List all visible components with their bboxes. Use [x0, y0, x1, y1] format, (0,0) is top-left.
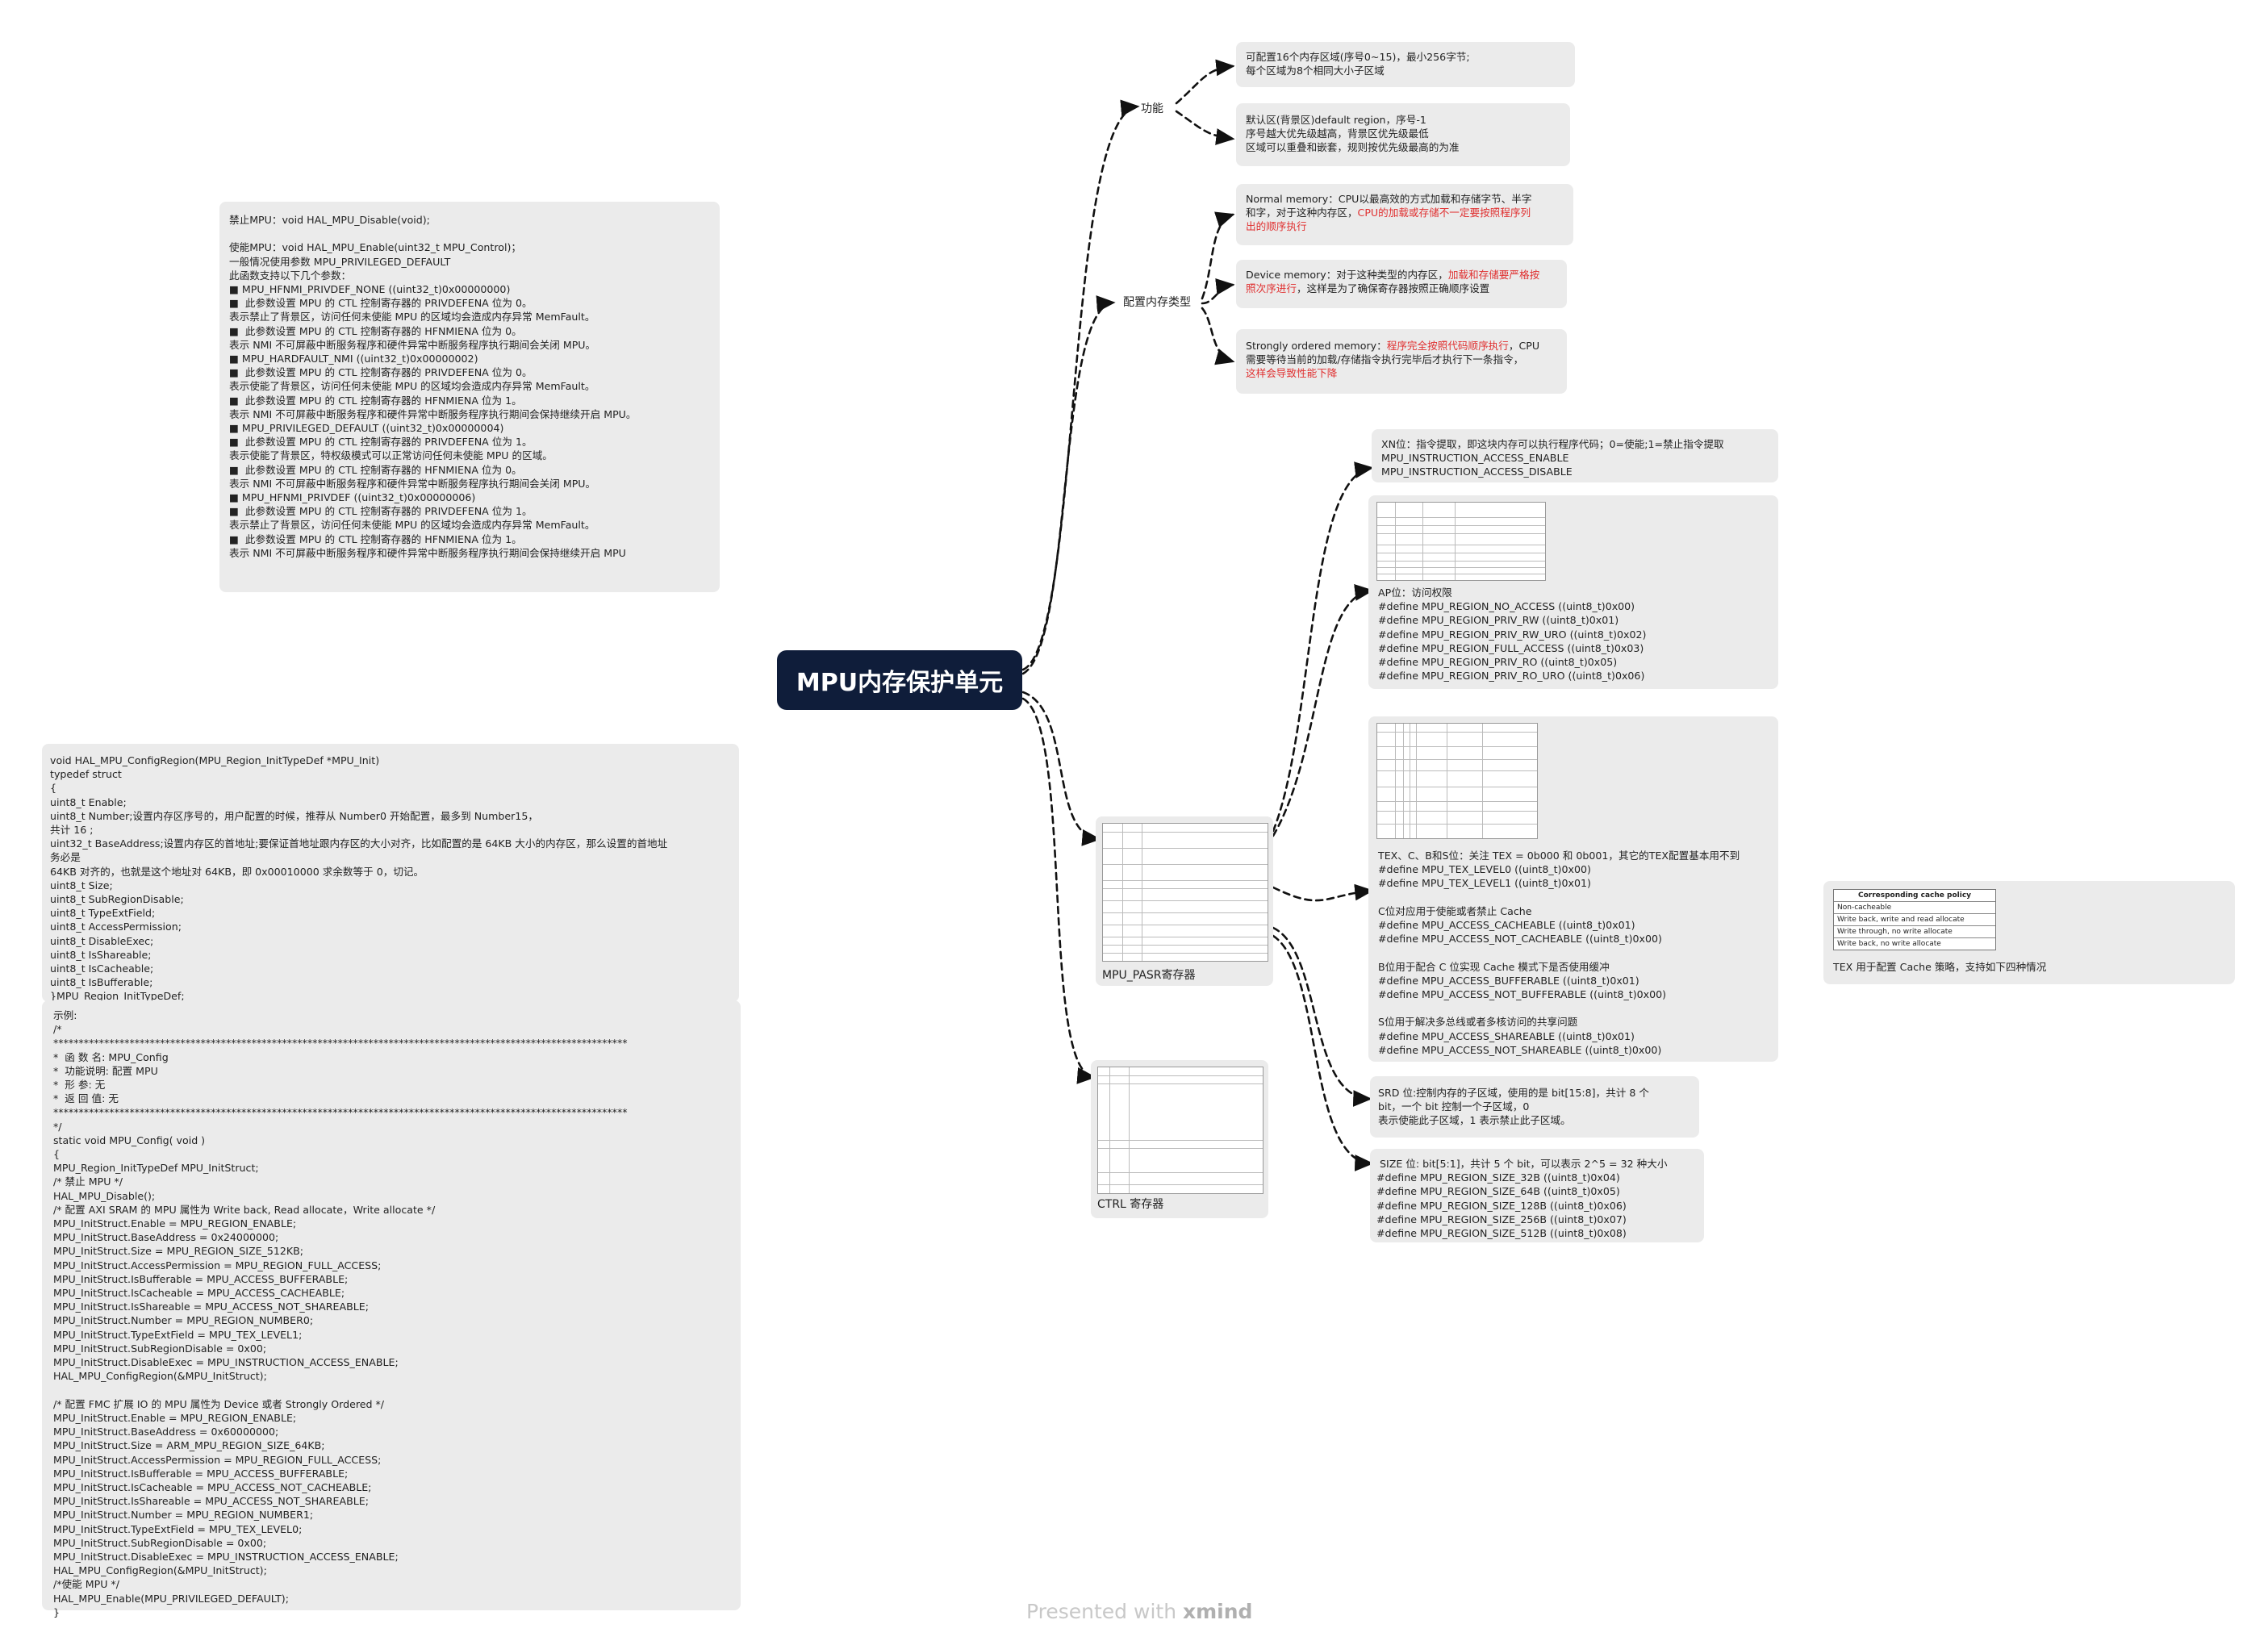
- branch-func[interactable]: 功能: [1141, 102, 1163, 115]
- line-pasr-xn: [1272, 461, 1374, 833]
- central-topic[interactable]: MPU内存保护单元: [777, 650, 1022, 710]
- ctrl-node[interactable]: CTRL 寄存器: [1091, 1060, 1268, 1218]
- tex-cbs-node[interactable]: TEX、C、B和S位：关注 TEX = 0b000 和 0b001，其它的TEX…: [1368, 716, 1778, 1062]
- line-pasr-size: [1272, 934, 1374, 1171]
- func-default-region-node[interactable]: 默认区(背景区)default region，序号-1 序号越大优先级越高，背景…: [1236, 103, 1570, 166]
- normal-memory-highlight: CPU的加载或存储不一定要按照程序列 出的顺序执行: [1246, 207, 1531, 233]
- ap-table-image: [1376, 502, 1546, 581]
- device-memory-node[interactable]: Device memory：对于这种类型的内存区，加载和存储要严格按 照次序进行…: [1236, 260, 1567, 308]
- strong-highlight-1: 程序完全按照代码顺序执行: [1386, 340, 1509, 352]
- cache-policy-row: Non-cacheable: [1834, 901, 1995, 913]
- line-central-func: [1021, 99, 1140, 671]
- strong-text-2: ，CPU 需要等待当前的加载/存储指令执行完毕后才执行下一条指令，: [1246, 340, 1540, 366]
- cache-policy-table: Corresponding cache policy Non-cacheable…: [1833, 889, 1996, 950]
- cache-policy-node[interactable]: Corresponding cache policy Non-cacheable…: [1823, 881, 2235, 984]
- footer-presented-with: Presented with xmind: [1026, 1600, 1252, 1623]
- size-node[interactable]: SIZE 位: bit[5:1]，共计 5 个 bit，可以表示 2^5 = 3…: [1370, 1149, 1704, 1242]
- cache-policy-caption: TEX 用于配置 Cache 策略，支持如下四种情况: [1833, 961, 2047, 973]
- line-central-ctrl: [1021, 697, 1096, 1084]
- line-pasr-tex: [1272, 883, 1374, 902]
- line-pasr-srd: [1272, 926, 1372, 1107]
- strong-highlight-2: 这样会导致性能下降: [1246, 367, 1338, 380]
- ctrl-register-table-image: [1097, 1067, 1263, 1194]
- mpu-enable-note[interactable]: 禁止MPU：void HAL_MPU_Disable(void); 使能MPU：…: [219, 202, 720, 592]
- branch-memtype[interactable]: 配置内存类型: [1123, 296, 1191, 309]
- device-memory-text: Device memory：对于这种类型的内存区，: [1246, 269, 1448, 281]
- pasr-label: MPU_PASR寄存器: [1102, 969, 1196, 982]
- cache-policy-row: Write through, no write allocate: [1834, 925, 1995, 937]
- device-memory-highlight: 加载和存储要严格按 照次序进行: [1246, 269, 1540, 295]
- line-func-r1: [1175, 59, 1235, 105]
- strong-text: Strongly ordered memory：: [1246, 340, 1387, 352]
- strongly-ordered-node[interactable]: Strongly ordered memory：程序完全按照代码顺序执行，CPU…: [1236, 329, 1567, 394]
- cache-policy-row: Write back, no write allocate: [1834, 937, 1995, 950]
- xn-node[interactable]: XN位：指令提取，即这块内存可以执行程序代码；0=使能;1=禁止指令提取 MPU…: [1372, 429, 1778, 482]
- tex-cbs-text: TEX、C、B和S位：关注 TEX = 0b000 和 0b001，其它的TEX…: [1378, 850, 1740, 1056]
- ap-text: AP位：访问权限 #define MPU_REGION_NO_ACCESS ((…: [1378, 587, 1647, 683]
- line-memtype-strong: [1201, 307, 1235, 365]
- device-memory-text-2: ，这样是为了确保寄存器按照正确顺序设置: [1296, 282, 1490, 295]
- line-memtype-device: [1201, 278, 1235, 305]
- srd-node[interactable]: SRD 位:控制内存的子区域，使用的是 bit[15:8]，共计 8 个 bit…: [1370, 1076, 1699, 1138]
- mpu-config-example-note[interactable]: 示例: /* *********************************…: [42, 1000, 741, 1618]
- cache-policy-row: Write back, write and read allocate: [1834, 913, 1995, 925]
- ap-node[interactable]: AP位：访问权限 #define MPU_REGION_NO_ACCESS ((…: [1368, 495, 1778, 689]
- line-memtype-normal: [1201, 211, 1235, 300]
- normal-memory-node[interactable]: Normal memory：CPU以最高效的方式加载和存储字节、半字 和字，对于…: [1236, 184, 1573, 245]
- line-pasr-ap: [1272, 584, 1374, 837]
- config-region-struct-note[interactable]: void HAL_MPU_ConfigRegion(MPU_Region_Ini…: [42, 744, 739, 1002]
- ctrl-label: CTRL 寄存器: [1097, 1198, 1164, 1211]
- cache-policy-header: Corresponding cache policy: [1857, 891, 1972, 900]
- line-func-r2: [1175, 110, 1235, 145]
- footer-prefix: Presented with: [1026, 1600, 1183, 1623]
- pasr-node[interactable]: MPU_PASR寄存器: [1096, 816, 1273, 986]
- tex-table-image: [1376, 723, 1538, 839]
- pasr-register-table-image: [1102, 823, 1268, 962]
- line-central-memtype: [1021, 295, 1116, 675]
- func-regions-node[interactable]: 可配置16个内存区域(序号0~15)，最小256字节; 每个区域为8个相同大小子…: [1236, 42, 1575, 87]
- normal-memory-text: Normal memory：CPU以最高效的方式加载和存储字节、半字 和字，对于…: [1246, 193, 1532, 219]
- xmind-logo: xmind: [1182, 1600, 1253, 1623]
- line-central-pasr: [1021, 691, 1101, 846]
